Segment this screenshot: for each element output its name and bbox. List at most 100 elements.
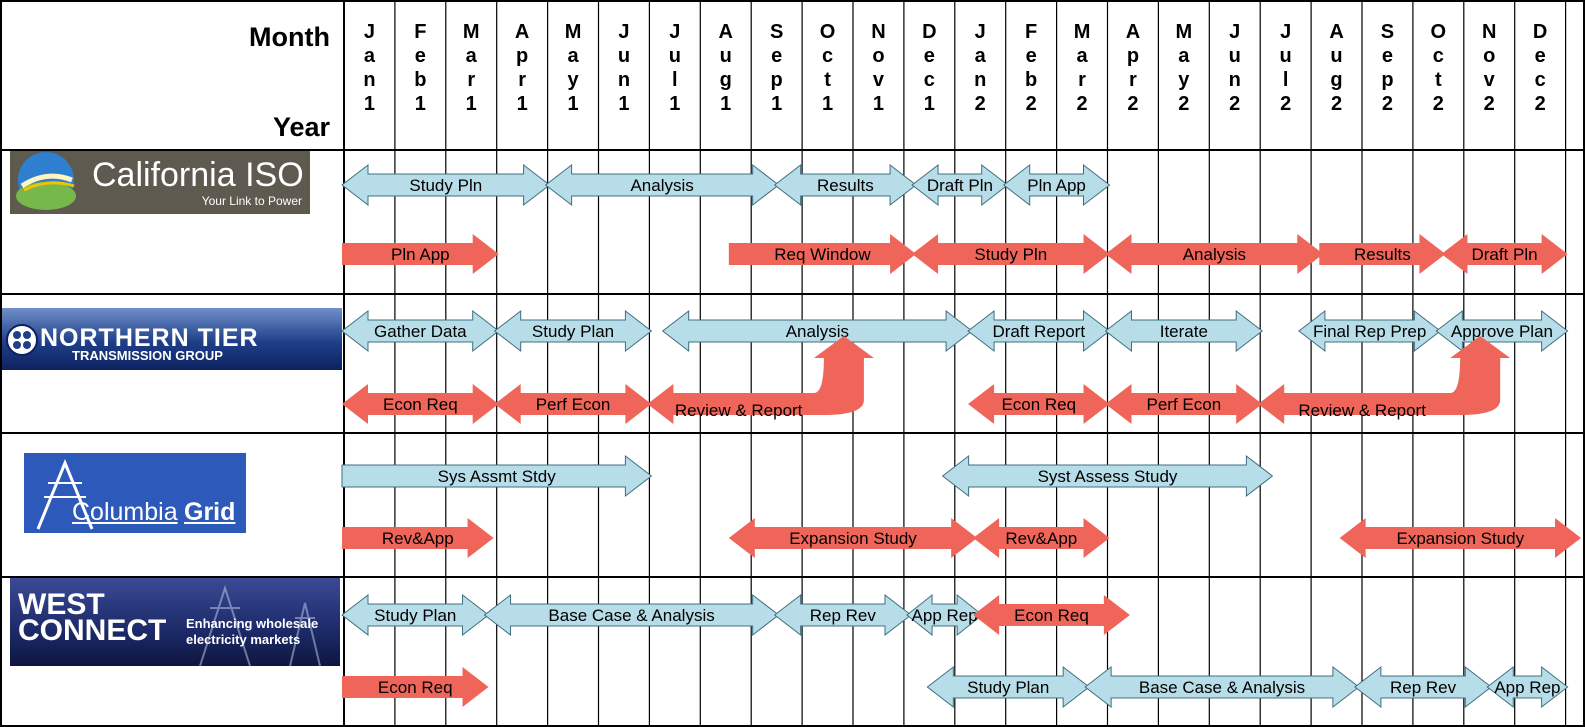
- phase-arrow-shape: [342, 518, 494, 558]
- year-digit: 2: [1432, 93, 1444, 115]
- phase-arrow-shape: [973, 518, 1110, 558]
- logo-nt-title: NORTHERN TIER: [40, 324, 259, 352]
- month-letter: b: [1025, 69, 1038, 91]
- phase-arrow-shape: [342, 384, 499, 424]
- logo-columbiagrid: Columbia Grid: [10, 453, 310, 533]
- year-digit: 2: [1076, 93, 1088, 115]
- month-letter: a: [1178, 45, 1190, 67]
- phase-label: Review & Report: [675, 401, 803, 420]
- year-digit: 1: [516, 93, 528, 115]
- phase-arrow-shape: [728, 234, 917, 274]
- phase-label: Rev&App: [382, 529, 454, 548]
- phase-arrow-shape: [342, 667, 489, 707]
- phase-arrow: Study Pln: [341, 163, 551, 207]
- phase-arrow-shape: [1319, 234, 1446, 274]
- year-digit: 2: [1025, 93, 1037, 115]
- phase-arrow-shape: [493, 309, 653, 353]
- year-digit: 1: [465, 93, 477, 115]
- phase-arrow-shape: [1486, 665, 1569, 709]
- phase-arrow: Econ Req: [973, 595, 1130, 635]
- month-letter: c: [821, 45, 834, 67]
- phase-arrow: Pln App: [1002, 163, 1111, 207]
- phase-label: Study Pln: [974, 245, 1047, 264]
- phase-label: Econ Req: [378, 678, 453, 697]
- phase-label: Base Case & Analysis: [548, 606, 714, 625]
- phase-arrow-shape: [968, 384, 1110, 424]
- month-letter: M: [462, 21, 480, 43]
- phase-arrow-shape: [728, 518, 978, 558]
- power-lines-icon: [199, 584, 321, 666]
- phase-arrow: Analysis: [661, 309, 973, 353]
- month-letter: n: [974, 69, 987, 91]
- phase-arrow: Approve Plan: [1435, 309, 1569, 353]
- month-letter: N: [1482, 21, 1497, 43]
- month-letter: S: [1380, 21, 1395, 43]
- phase-arrow: Req Window: [728, 234, 917, 274]
- logo-cg-grid: Grid: [184, 498, 236, 526]
- month-row-label: Month: [249, 22, 330, 52]
- phase-arrow: Econ Req: [342, 384, 499, 424]
- logo-caiso-tagline: Your Link to Power: [201, 194, 302, 208]
- month-letter: u: [1330, 45, 1343, 67]
- phase-arrow-shape: [1105, 384, 1263, 424]
- phase-arrow: Final Rep Prep: [1298, 309, 1442, 353]
- phase-label: Econ Req: [383, 395, 458, 414]
- phase-arrow: Analysis: [544, 163, 780, 207]
- phase-arrow-shape: [941, 454, 1274, 498]
- phase-arrow: Sys Assmt Stdy: [341, 454, 653, 498]
- phase-arrow: Expansion Study: [1339, 518, 1581, 558]
- phase-label: Expansion Study: [789, 529, 917, 548]
- phase-label: Pln App: [391, 245, 450, 264]
- phase-label: Study Plan: [374, 606, 456, 625]
- phase-arrow-shape: [647, 336, 874, 424]
- month-letter: n: [617, 69, 631, 91]
- phase-label: Results: [817, 176, 874, 195]
- month-letter: v: [1483, 69, 1495, 91]
- phase-label: Approve Plan: [1451, 322, 1553, 341]
- month-letter: A: [514, 21, 530, 43]
- month-letter: e: [923, 45, 935, 67]
- phase-label: Iterate: [1160, 322, 1208, 341]
- month-letter: u: [1279, 45, 1292, 67]
- phase-label: Pln App: [1027, 176, 1086, 195]
- phase-label: Base Case & Analysis: [1139, 678, 1305, 697]
- phase-arrow-shape: [1339, 518, 1581, 558]
- phase-label: Draft Pln: [927, 176, 993, 195]
- month-letter: o: [1483, 45, 1496, 67]
- phase-arrow-shape: [1435, 309, 1569, 353]
- month-letter: M: [1175, 21, 1193, 43]
- month-letter: M: [564, 21, 582, 43]
- month-letter: p: [516, 45, 529, 67]
- month-letter: p: [770, 69, 783, 91]
- phase-arrow-shape: [1441, 234, 1568, 274]
- phase-label: Review & Report: [1298, 401, 1426, 420]
- year-row-label: Year: [272, 112, 330, 142]
- phase-arrow: Study Plan: [493, 309, 653, 353]
- phase-arrow: Draft Pln: [1441, 234, 1568, 274]
- phase-arrow: Analysis: [1105, 234, 1324, 274]
- month-letter: r: [1129, 69, 1137, 91]
- year-digit: 1: [923, 93, 935, 115]
- phase-label: Study Plan: [532, 322, 614, 341]
- month-letter: r: [467, 69, 476, 91]
- phase-label: Perf Econ: [536, 395, 611, 414]
- phase-arrow: Perf Econ: [494, 384, 652, 424]
- month-letter: e: [1381, 45, 1393, 67]
- month-letter: A: [1125, 21, 1141, 43]
- month-letter: O: [819, 21, 836, 43]
- year-digit: 1: [618, 93, 630, 115]
- phase-label: Expansion Study: [1397, 529, 1525, 548]
